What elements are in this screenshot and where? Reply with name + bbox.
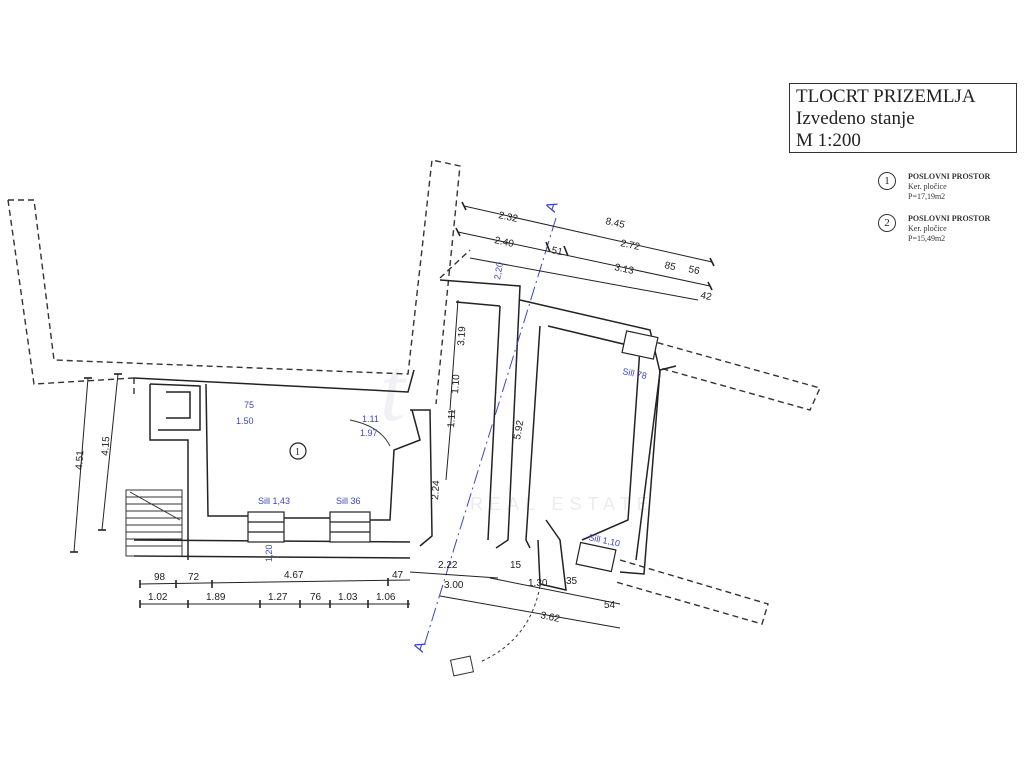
label-sill1: Sill 1,43: [258, 496, 290, 506]
door-arcs: [349, 419, 541, 677]
dim-76: 76: [310, 592, 322, 603]
dim-189: 1.89: [206, 592, 226, 603]
dimension-ticks: [70, 201, 715, 608]
legend-room-name: POSLOVNI PROSTOR: [908, 214, 991, 223]
stairs: [125, 489, 183, 557]
title-line-1: TLOCRT PRIZEMLJA: [796, 86, 976, 107]
dim-98: 98: [154, 572, 166, 583]
legend-text: POSLOVNI PROSTOR Ker. pločice P=15,49m2: [908, 214, 990, 244]
dim-240: 2.40: [493, 235, 515, 250]
label-sill3: Sill 78: [622, 366, 648, 381]
legend-room-name: POSLOVNI PROSTOR: [908, 172, 991, 181]
section-label-bottom: A: [410, 639, 429, 654]
dimension-lines: [73, 205, 713, 629]
dim-127: 1.27: [268, 592, 288, 603]
section-label-top: A: [542, 199, 561, 214]
room-marker: [289, 442, 307, 460]
dim-845: 8.45: [604, 216, 626, 231]
dim-42: 42: [699, 290, 713, 303]
dim-592: 5.92: [512, 419, 526, 441]
watermark-text: REAL ESTATE: [470, 494, 655, 514]
opening-labels: 75 1.50 1.11 1.97 Sill 1,43 Sill 36 Sill…: [236, 261, 648, 562]
label-sill2: Sill 36: [336, 496, 361, 506]
label-w2b: 1.97: [360, 428, 378, 438]
dim-106: 1.06: [376, 592, 396, 603]
legend-number: 1: [878, 172, 896, 190]
dim-111: 1.11: [446, 408, 458, 428]
legend-text: POSLOVNI PROSTOR Ker. pločice P=17,19m2: [908, 172, 990, 202]
room-number: 1: [295, 447, 300, 458]
label-w1b: 1.50: [236, 416, 254, 426]
dim-232: 2.32: [497, 210, 519, 225]
dim-47: 47: [392, 570, 404, 581]
legend-finish: Ker. pločice: [908, 182, 947, 191]
dim-300: 3.00: [444, 580, 464, 591]
dim-15: 15: [510, 560, 522, 571]
dim-103: 1.03: [338, 592, 358, 603]
walls: [133, 279, 677, 591]
dim-102: 1.02: [148, 592, 168, 603]
label-v2: 2,20: [492, 261, 505, 280]
dim-56: 56: [687, 264, 701, 277]
windows: [247, 330, 659, 573]
dim-110: 1.10: [450, 374, 462, 395]
legend-area: P=17,19m2: [908, 192, 946, 201]
dim-313: 3.13: [613, 262, 635, 277]
dim-415: 4.15: [100, 436, 112, 457]
dim-451: 4.51: [74, 450, 86, 471]
dim-54: 54: [604, 600, 616, 611]
dim-222: 2.22: [438, 560, 458, 571]
label-w1: 75: [244, 400, 254, 410]
legend-area: P=15,49m2: [908, 234, 946, 243]
legend-number: 2: [878, 214, 896, 232]
legend-finish: Ker. pločice: [908, 224, 947, 233]
dim-319: 3.19: [456, 326, 468, 347]
dim-72: 72: [188, 572, 200, 583]
dim-35: 35: [566, 576, 578, 587]
dim-362: 3.62: [539, 610, 561, 625]
dimension-texts: 8.45 2.32 2.40 2.72 51 3.13 85 56 42 4.5…: [74, 210, 713, 625]
label-v1: 1,20: [264, 544, 274, 562]
dim-272: 2.72: [619, 238, 641, 253]
dim-224: 2.24: [430, 480, 442, 501]
title-line-3: M 1:200: [796, 130, 861, 151]
dim-130: 1.30: [528, 578, 548, 589]
dim-467: 4.67: [284, 570, 304, 581]
legend-item-1: 1 POSLOVNI PROSTOR Ker. pločice P=17,19m…: [878, 172, 1024, 208]
dim-85: 85: [663, 260, 677, 273]
label-w2: 1.11: [362, 414, 379, 424]
legend-item-2: 2 POSLOVNI PROSTOR Ker. pločice P=15,49m…: [878, 214, 1024, 250]
dim-51: 51: [550, 245, 564, 258]
title-line-2: Izvedeno stanje: [796, 108, 915, 129]
title-block: TLOCRT PRIZEMLJA Izvedeno stanje M 1:200: [789, 83, 1017, 153]
dashed-outline: [7, 159, 821, 625]
